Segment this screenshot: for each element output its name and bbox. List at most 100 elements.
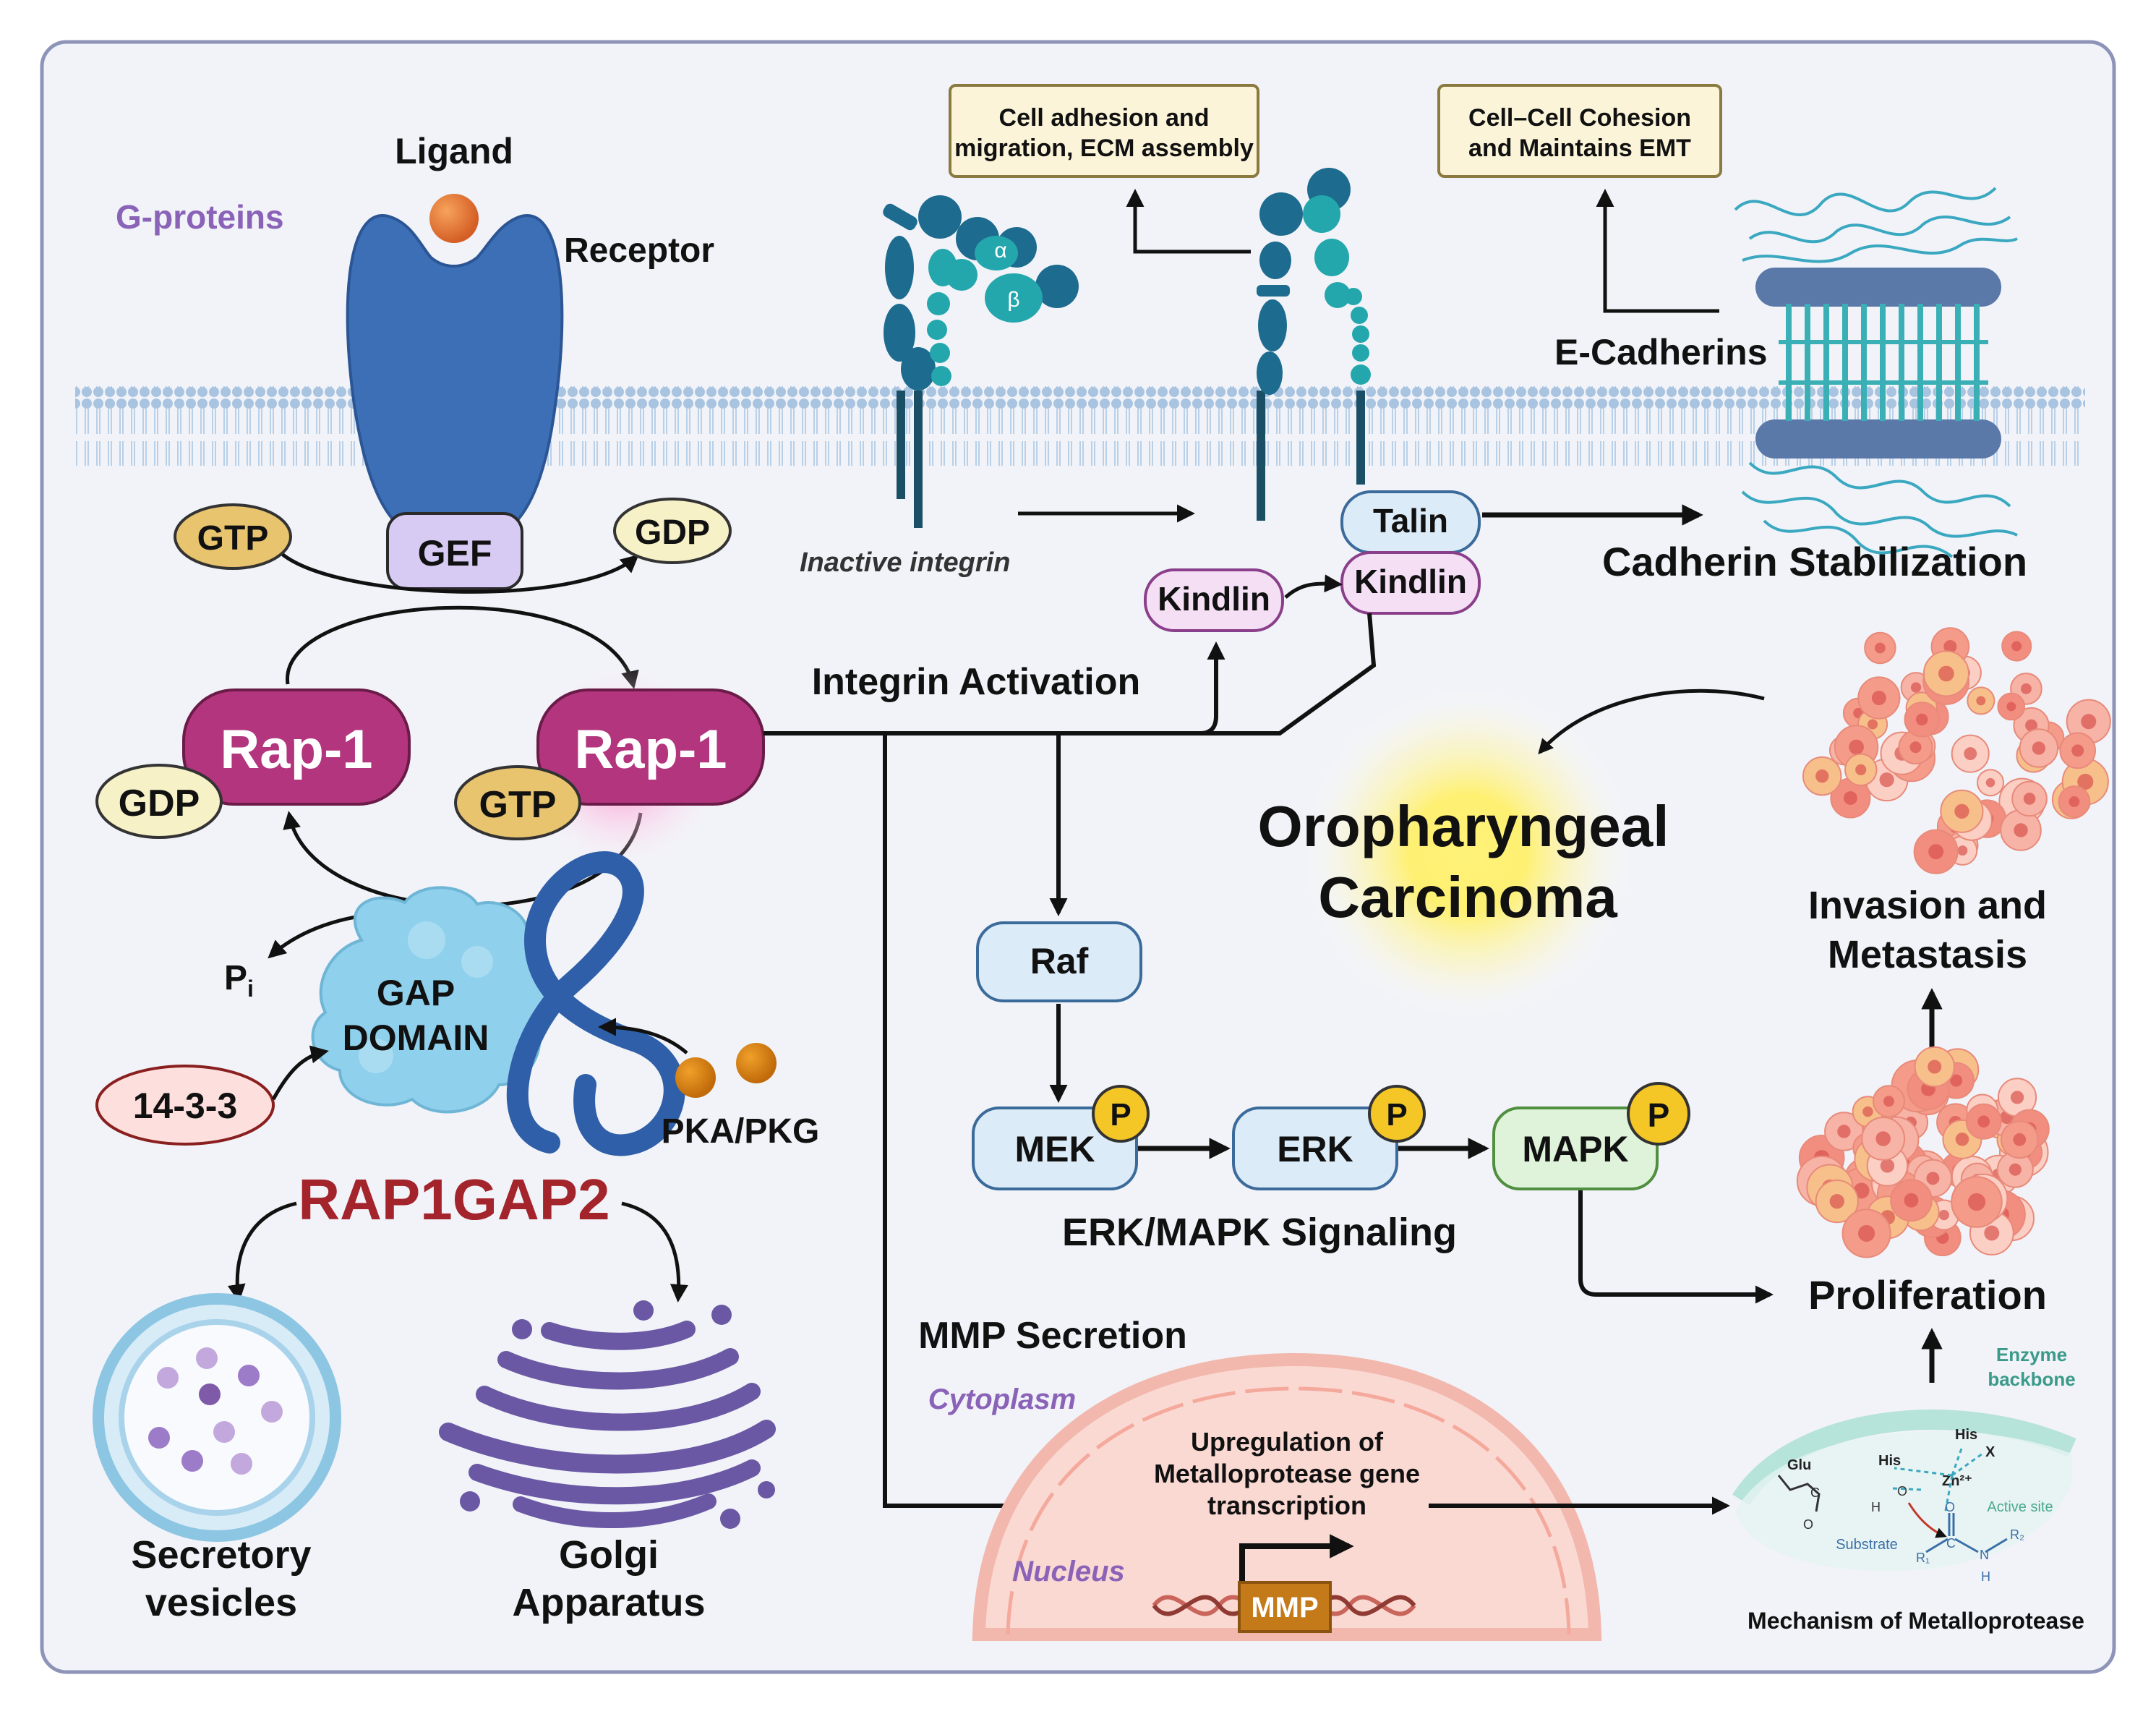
tumor-cell-nucleus <box>1955 1133 1969 1146</box>
gdp-top-label: GDP <box>635 513 710 552</box>
gap-texture-1 <box>408 921 445 959</box>
tumor-cell-nucleus <box>2013 1133 2027 1146</box>
cadherin-bridge-10 <box>1955 304 1961 421</box>
metastatic-cell-nucleus <box>2069 796 2080 807</box>
primary-tumor <box>1796 1046 2050 1258</box>
raf-box <box>976 921 1142 1002</box>
golgi-cisterna-4 <box>439 1420 776 1474</box>
metastatic-cell-nucleus <box>1915 713 1928 726</box>
water-o-label: O <box>1897 1484 1907 1498</box>
carcinoma-line2: Carcinoma <box>1318 865 1617 929</box>
metastatic-cell-nucleus <box>1874 642 1886 654</box>
secretory-label-2: vesicles <box>145 1581 297 1624</box>
kindlin-free-box <box>1144 568 1284 632</box>
metastatic-cell-nucleus <box>1957 845 1968 856</box>
secretory-label-1: Secretory <box>131 1533 311 1577</box>
active-integrin <box>1257 168 1371 521</box>
vesicle-granule-5 <box>148 1427 170 1449</box>
tumor-cell-nucleus <box>1880 1159 1895 1173</box>
active-integrin-domain-5 <box>1258 299 1287 351</box>
cadherin-bridge-9 <box>1936 304 1942 421</box>
metastatic-cell-nucleus <box>2032 741 2046 755</box>
cadherin-filaments <box>1734 187 2018 558</box>
cadherin-box-line1: Cell–Cell Cohesion <box>1468 104 1691 132</box>
golgi-cisterna-6 <box>513 1493 716 1529</box>
cadherin-filament-1 <box>1734 187 1997 217</box>
vesicle-granule-4 <box>199 1383 221 1405</box>
golgi-label-1: Golgi <box>559 1533 659 1577</box>
his2-label: His <box>1955 1427 1977 1443</box>
metastatic-cell-nucleus <box>1843 791 1857 805</box>
pka-ball-1 <box>675 1057 716 1098</box>
cadherin-function-box <box>1437 84 1722 178</box>
tumor-cell-nucleus <box>1950 1074 1963 1087</box>
his1-label: His <box>1878 1453 1901 1469</box>
vesicle-granule-8 <box>181 1450 203 1472</box>
cadherin-bridge-1 <box>1786 304 1792 421</box>
tumor-cell-nucleus <box>1938 1209 1949 1221</box>
metastatic-cell-nucleus <box>2020 683 2032 694</box>
inactive-integrin-domain-15 <box>975 236 1018 270</box>
integrin-function-box <box>949 84 1259 178</box>
erk-phospho <box>1368 1085 1426 1143</box>
metastatic-cell-nucleus <box>1964 747 1977 761</box>
active-integrin-domain-9 <box>1325 282 1351 308</box>
metastatic-cell-nucleus <box>1928 844 1944 860</box>
coord-bond-2 <box>1951 1446 1964 1476</box>
inactive-integrin-domain-14 <box>931 366 951 386</box>
erk-phospho-label: P <box>1386 1097 1407 1133</box>
metastatic-cell-nucleus <box>1985 777 1995 788</box>
inactive-integrin-domain-10 <box>946 259 978 291</box>
active-integrin-domain-1 <box>1259 192 1303 236</box>
beta-label: β <box>1007 288 1019 312</box>
metastatic-cell-nucleus <box>1909 741 1922 754</box>
golgi-cisterna-2 <box>497 1348 739 1390</box>
golgi-vesicle-4 <box>460 1491 480 1512</box>
coord-bond-4 <box>1943 1475 1954 1515</box>
rap1gap2-loop <box>506 851 685 1156</box>
metastatic-cell-nucleus <box>2023 793 2036 805</box>
integrin-to-function-arrow <box>1126 189 1251 254</box>
x-label: X <box>1985 1444 1995 1460</box>
inactive-integrin-domain-11 <box>927 292 950 315</box>
talin-label: Talin <box>1373 502 1448 540</box>
to-golgi-arrow <box>621 1201 688 1302</box>
vesicle-granule-7 <box>261 1401 283 1423</box>
tumor-cell-nucleus <box>1928 1059 1942 1074</box>
enzyme-line1: Enzyme <box>1996 1344 2067 1365</box>
cadherin-bridges <box>1779 304 1988 421</box>
substrate-bonds <box>1925 1513 2008 1553</box>
tumor-cell-nucleus <box>1904 1193 1919 1208</box>
carbon-glu-label: C <box>1810 1485 1820 1500</box>
active-integrin-domain-4 <box>1257 285 1290 297</box>
tumor-cell-nucleus <box>2009 1163 2022 1176</box>
mapk-phospho-label: P <box>1648 1096 1670 1134</box>
ligand-ball <box>429 194 479 243</box>
zn-label: Zn²⁺ <box>1942 1473 1972 1489</box>
inactive-integrin-domain-13 <box>930 343 950 363</box>
golgi-apparatus <box>439 1321 776 1529</box>
integrin-beta-head <box>985 273 1043 323</box>
upregulation-line3: transcription <box>1207 1491 1366 1520</box>
nucleus-label: Nucleus <box>1012 1556 1125 1587</box>
gap-texture-2 <box>461 946 493 978</box>
upregulation-line2: Metalloprotease gene <box>1154 1459 1420 1488</box>
gef-label: GEF <box>418 533 492 574</box>
golgi-cisterna-1 <box>541 1321 696 1350</box>
tumor-cell-nucleus <box>1862 1106 1873 1117</box>
erk-box <box>1232 1107 1398 1190</box>
erk-mapk-signaling-label: ERK/MAPK Signaling <box>1062 1211 1457 1254</box>
metastatic-cell-nucleus <box>1954 803 1969 819</box>
nucleus-shape <box>972 1352 1602 1641</box>
active-integrin-domain-14 <box>1351 364 1371 385</box>
gtp-top-label: GTP <box>197 519 269 558</box>
tumor-cell-nucleus <box>1858 1224 1875 1242</box>
cadherin-to-function-arrow <box>1596 189 1719 313</box>
ligand-label: Ligand <box>395 131 513 171</box>
metastatic-cell-nucleus <box>1867 719 1878 730</box>
pi-main: P <box>224 959 247 997</box>
inactive-integrin-domain-12 <box>927 320 947 340</box>
integrin-activation-label: Integrin Activation <box>812 661 1141 703</box>
to-talin-line <box>1200 613 1377 736</box>
cadherin-bridge-8 <box>1917 304 1923 421</box>
